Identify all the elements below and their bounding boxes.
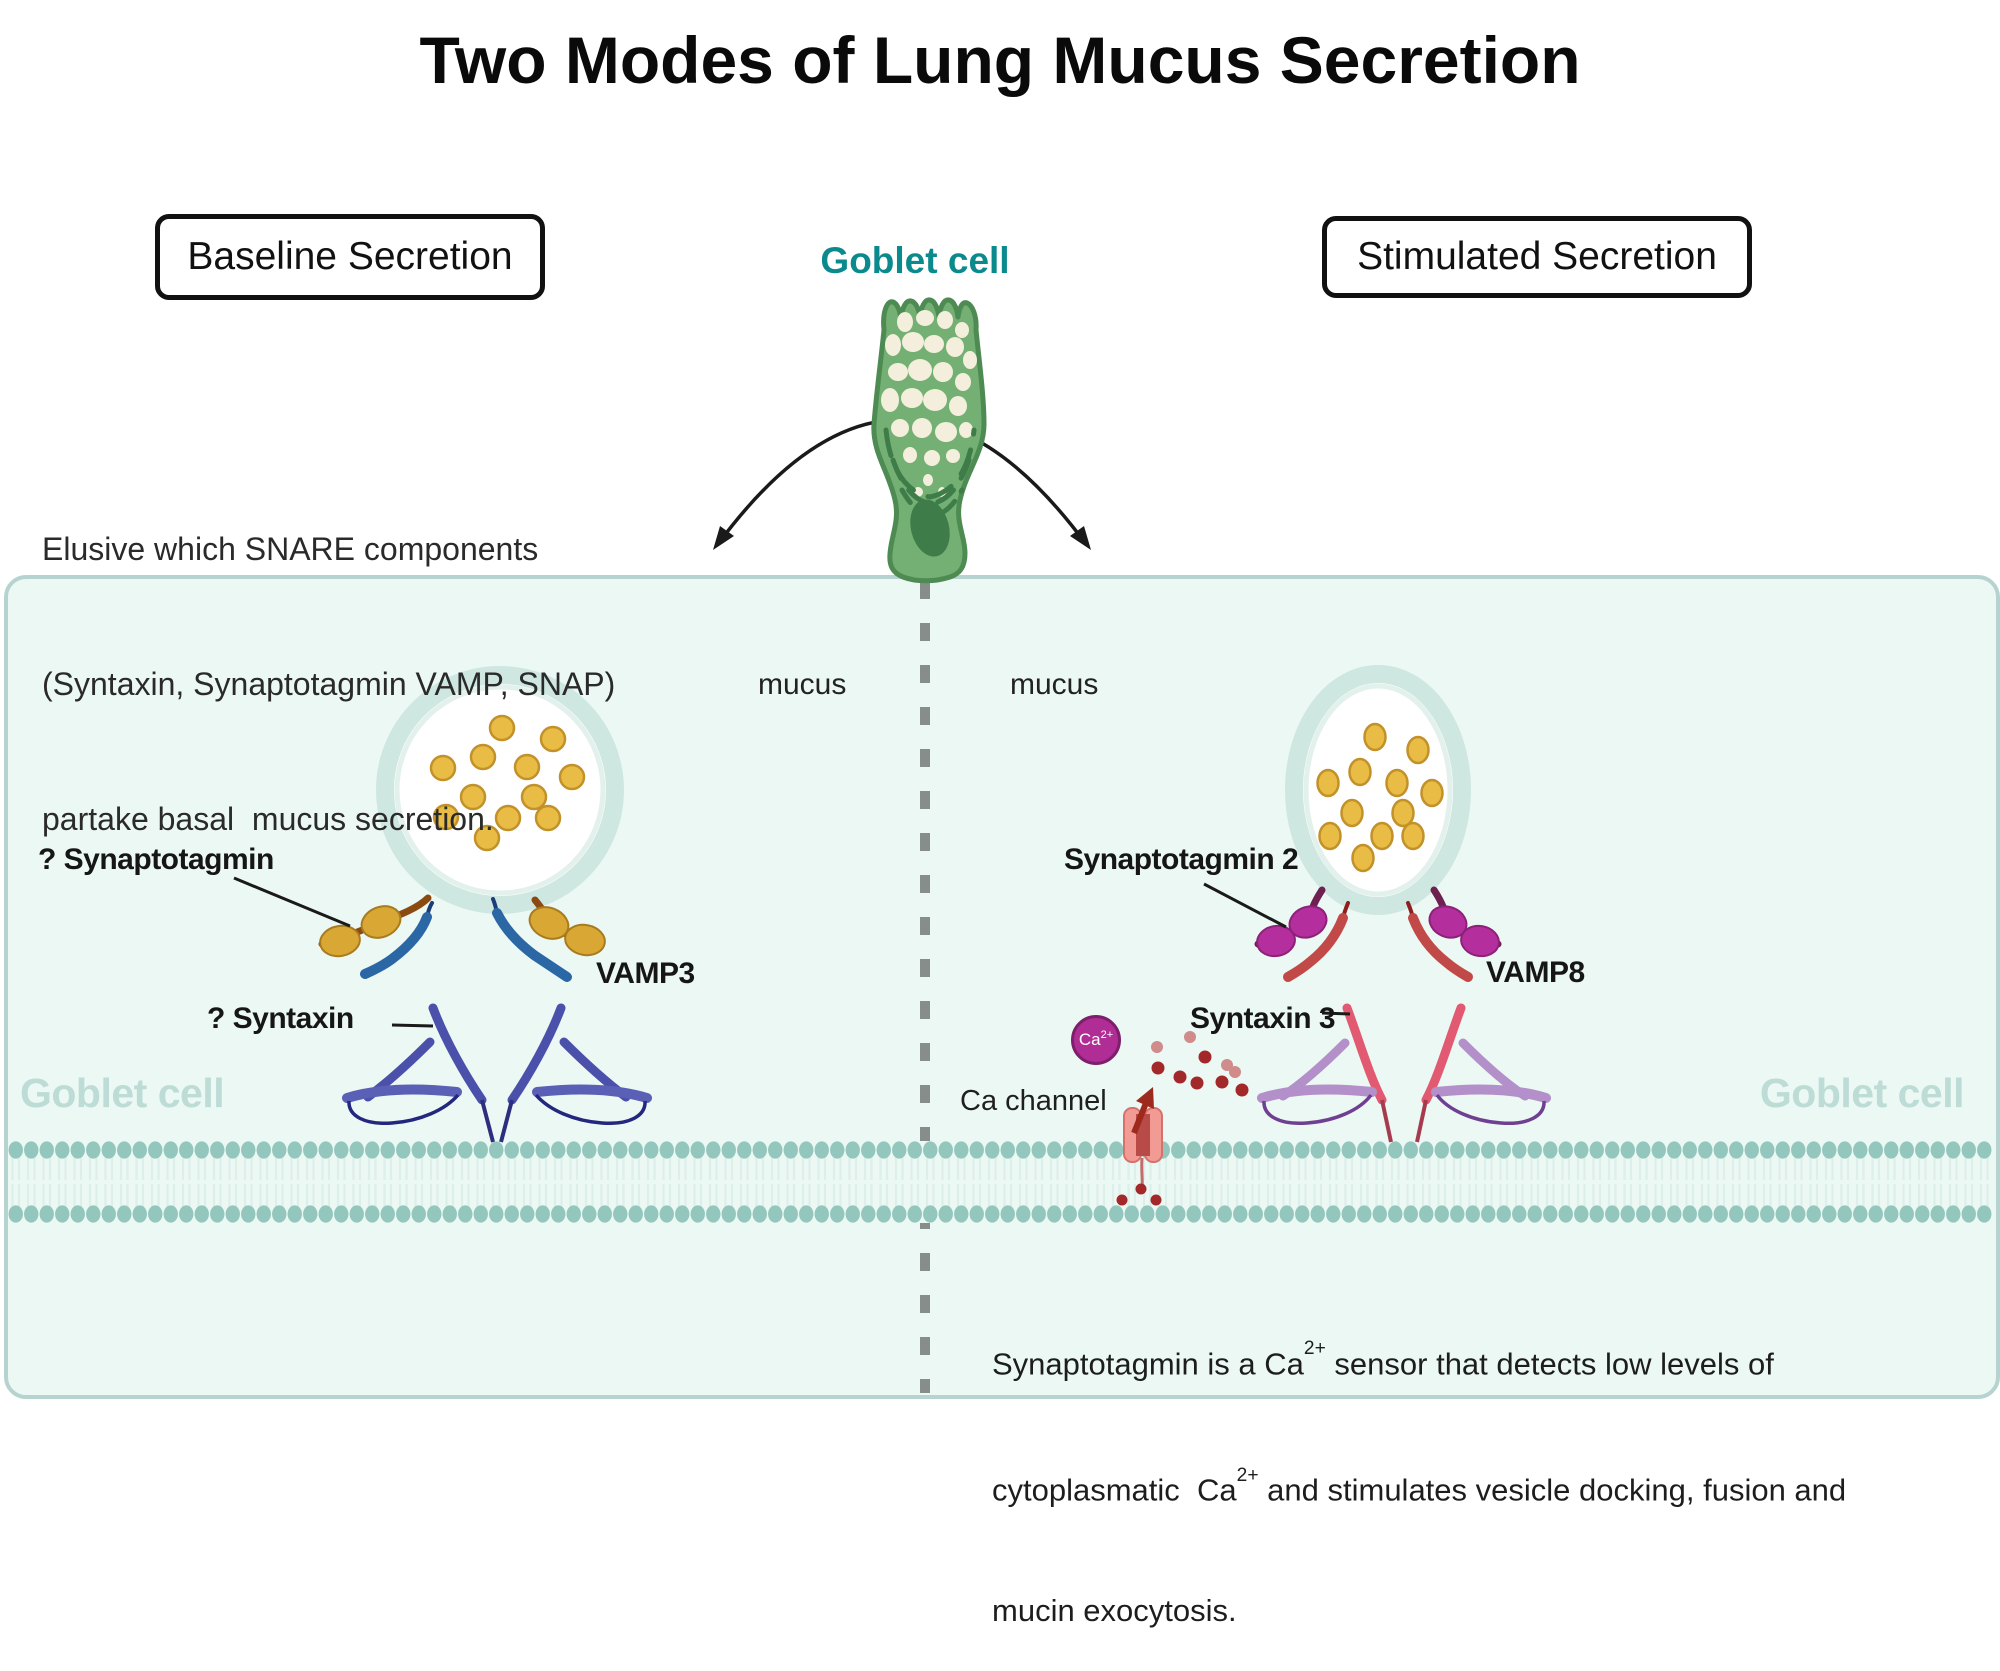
ca-ion-symbol: Ca xyxy=(1078,1030,1101,1049)
synaptotagmin-footnote: Synaptotagmin is a Ca2+ sensor that dete… xyxy=(992,1258,1952,1671)
mucus-label-left: mucus xyxy=(758,668,847,701)
goblet-cell-icon xyxy=(871,297,987,584)
snare-note-line: Elusive which SNARE components xyxy=(42,531,539,567)
secretion-panel-box xyxy=(4,575,2000,1399)
baseline-secretion-box: Baseline Secretion xyxy=(155,214,545,300)
secretion-arc-arrow xyxy=(713,417,1091,550)
syntaxin3-label: Syntaxin 3 xyxy=(1190,1002,1336,1035)
panel-divider-dashed xyxy=(920,581,930,1393)
footnote-line: mucin exocytosis. xyxy=(992,1592,1237,1628)
goblet-cell-heading: Goblet cell xyxy=(820,240,1010,281)
ca-channel-label: Ca channel xyxy=(960,1085,1107,1117)
goblet-watermark-left: Goblet cell xyxy=(20,1070,225,1116)
ca-ion-charge: 2+ xyxy=(1100,1029,1114,1041)
goblet-er-lines xyxy=(883,427,977,519)
baseline-secretion-label: Baseline Secretion xyxy=(187,235,513,278)
syntaxin-label-left: ? Syntaxin xyxy=(207,1002,354,1035)
goblet-nucleus xyxy=(910,499,950,557)
vamp3-label: VAMP3 xyxy=(596,957,695,990)
vamp8-label: VAMP8 xyxy=(1486,956,1585,989)
snare-note-line: (Syntaxin, Synaptotagmin VAMP, SNAP) xyxy=(42,666,616,702)
goblet-granules xyxy=(881,310,977,497)
figure-title: Two Modes of Lung Mucus Secretion xyxy=(419,23,1581,97)
snare-note-line: partake basal mucus secretion. xyxy=(42,801,494,837)
synaptotagmin2-label: Synaptotagmin 2 xyxy=(1064,843,1299,876)
goblet-watermark-right: Goblet cell xyxy=(1759,1070,1965,1116)
footnote-line: cytoplasmatic Ca2+ and stimulates vesicl… xyxy=(992,1464,1847,1508)
snare-note: Elusive which SNARE components (Syntaxin… xyxy=(42,437,615,887)
footnote-line: Synaptotagmin is a Ca2+ sensor that dete… xyxy=(992,1338,1774,1382)
stimulated-secretion-box: Stimulated Secretion xyxy=(1322,216,1752,298)
stimulated-secretion-label: Stimulated Secretion xyxy=(1357,235,1717,278)
synaptotagmin-label-left: ? Synaptotagmin xyxy=(38,843,274,876)
mucus-label-right: mucus xyxy=(1010,668,1099,701)
